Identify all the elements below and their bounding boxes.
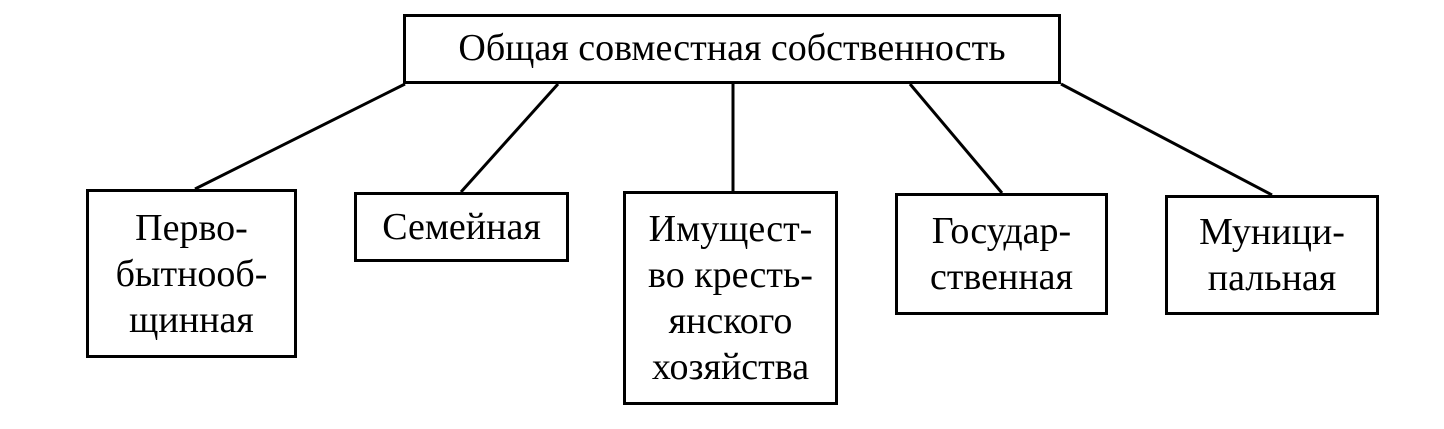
node-label: Имущест- во кресть- янского хозяйства	[648, 208, 813, 388]
node-label: Государ- ственная	[929, 210, 1074, 298]
connector-c2	[459, 82, 560, 194]
node-municipal: Муници- пальная	[1165, 195, 1379, 315]
connector-c1	[194, 82, 406, 191]
root-label: Общая совместная собственность	[458, 27, 1006, 70]
connector-c4	[908, 83, 1004, 194]
root-node: Общая совместная собственность	[403, 14, 1061, 84]
node-family: Семейная	[354, 192, 569, 262]
node-peasant-farm-property: Имущест- во кресть- янского хозяйства	[623, 191, 838, 405]
node-label: Перво- бытнооб- щинная	[115, 206, 268, 341]
node-primitive-communal: Перво- бытнооб- щинная	[86, 189, 297, 358]
node-label: Муници- пальная	[1199, 211, 1345, 299]
connector-c5	[1060, 82, 1273, 197]
node-label: Семейная	[382, 206, 541, 248]
node-state: Государ- ственная	[895, 193, 1108, 315]
